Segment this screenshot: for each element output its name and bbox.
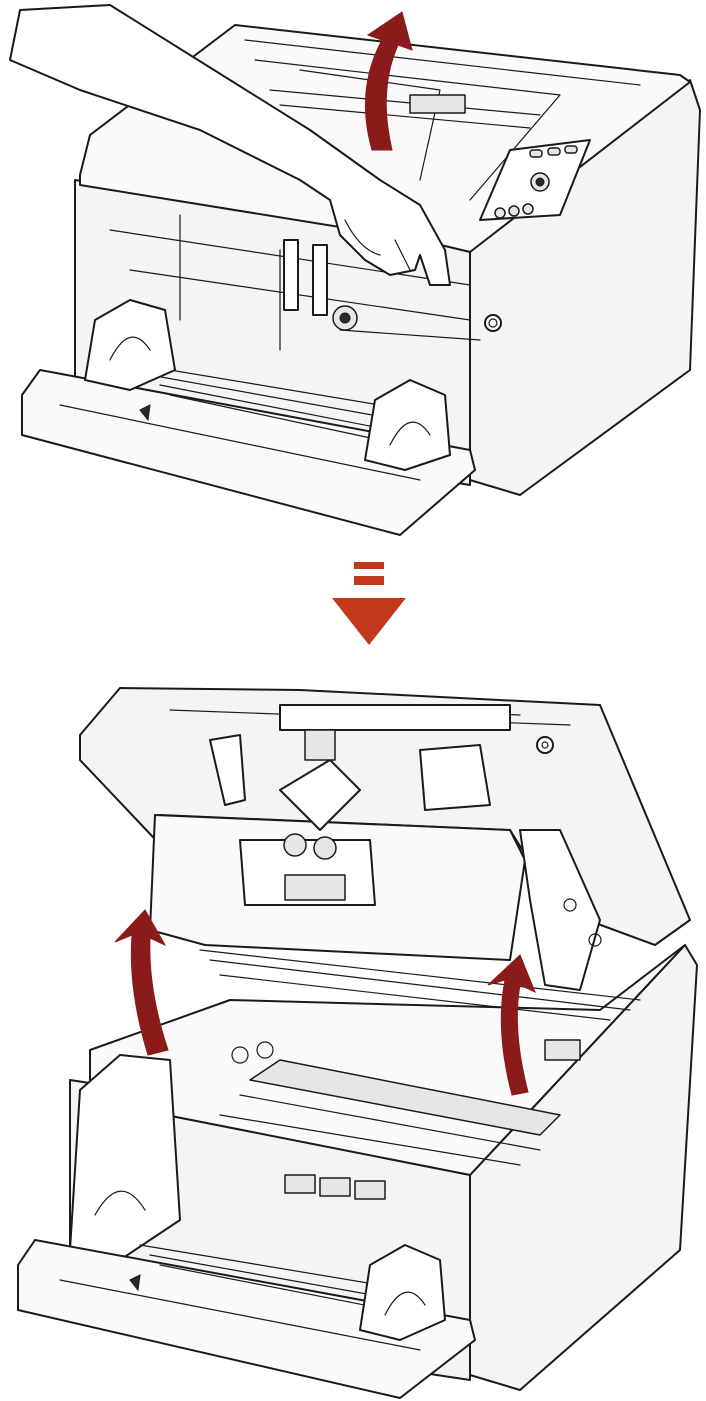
downward-step-arrow — [332, 562, 406, 645]
side-guide-right — [359, 1244, 446, 1341]
roller-unit — [409, 94, 466, 114]
side-guide-right — [364, 379, 451, 471]
cover-hinge — [519, 829, 601, 991]
paper-guide-bar — [312, 244, 328, 316]
side-guide-left — [84, 299, 176, 391]
brake-roller — [283, 833, 307, 857]
paper-chute — [21, 369, 476, 536]
hand-icon — [9, 4, 451, 286]
upward-curved-arrow — [364, 11, 413, 151]
paper-guide-bar — [283, 239, 299, 311]
upward-curved-arrow — [114, 909, 169, 1056]
power-button-icon — [484, 314, 502, 332]
side-guide-left — [69, 1054, 181, 1261]
glass-strip — [249, 1059, 561, 1136]
power-button-icon — [536, 736, 554, 754]
brake-roller — [313, 836, 337, 860]
scanner-opened — [17, 687, 698, 1399]
cover-top-grip — [279, 704, 511, 731]
upward-curved-arrow — [487, 954, 536, 1096]
